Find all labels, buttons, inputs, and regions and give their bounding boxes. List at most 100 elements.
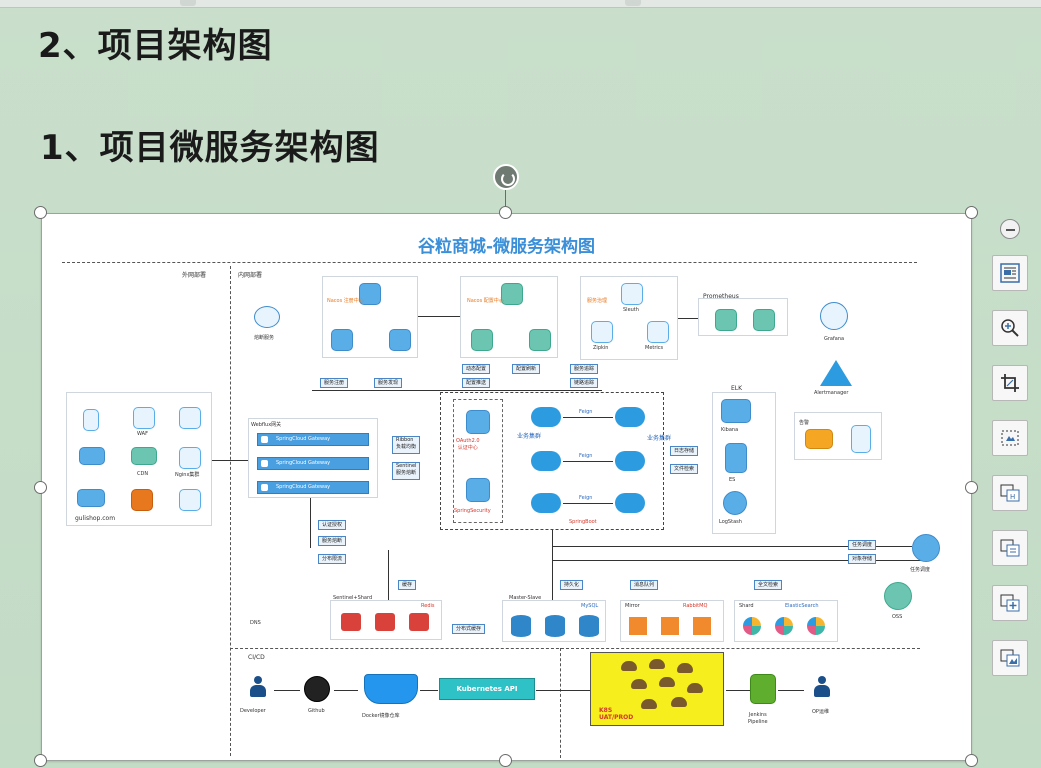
resize-handle-right[interactable]: [965, 481, 978, 494]
zoom-button[interactable]: [992, 310, 1028, 346]
swap-image-button[interactable]: H: [992, 475, 1028, 511]
shard-label: Shard: [739, 603, 754, 609]
connector: [678, 318, 698, 319]
tag: 消息队列: [630, 580, 659, 590]
image-style-button[interactable]: [992, 640, 1028, 676]
collapse-icon[interactable]: [1000, 219, 1020, 239]
nacos-config-box: Nacos 配置中心: [460, 276, 558, 358]
resize-handle-bottom-left[interactable]: [34, 754, 47, 767]
sleuth-label: Sleuth: [623, 307, 639, 313]
mysql-box: Master-Slave MySQL: [502, 595, 606, 642]
tag: 分布限流: [318, 554, 347, 564]
client-site-label: gulishop.com: [75, 515, 116, 522]
resize-handle-bottom-right[interactable]: [965, 754, 978, 767]
tag: 分布式缓存: [452, 624, 486, 634]
service-governance-label: 服务治理: [587, 298, 608, 304]
client-label: WAF: [137, 431, 148, 437]
connector: [563, 417, 613, 418]
rabbitmq-icon: [693, 617, 711, 635]
resize-handle-left[interactable]: [34, 481, 47, 494]
translate-button[interactable]: [992, 530, 1028, 566]
architecture-diagram-image[interactable]: 谷粒商城-微服务架构图 外网部署 内网部署 WAF CDN Nginx集群 gu…: [41, 213, 972, 761]
layout-options-button[interactable]: [992, 255, 1028, 291]
tag: 服务追踪: [570, 364, 599, 374]
nacos-registry-label: Nacos 注册中心: [327, 298, 364, 304]
nacos-node-icon: [359, 283, 381, 305]
helm-icon: [649, 659, 665, 669]
phone-icon: [83, 409, 99, 431]
k8s-label: K8S UAT/PROD: [599, 707, 634, 721]
redis-box: Sentinel+Shard Redis: [330, 595, 442, 640]
nginx-icon: [179, 447, 201, 469]
zipkin-icon: [591, 321, 613, 343]
connector: [552, 560, 922, 561]
add-image-button[interactable]: [992, 585, 1028, 621]
kibana-icon: [721, 399, 751, 423]
tag: 配置刷新: [512, 364, 541, 374]
docker-label: Docker镜像仓库: [362, 713, 400, 719]
slide-heading-sub[interactable]: 1、项目微服务架构图: [40, 128, 380, 168]
tag: 认证授权: [318, 520, 347, 530]
task-schedule-icon: [912, 534, 940, 562]
elasticsearch-icon: [743, 617, 761, 635]
svg-text:H: H: [1010, 493, 1015, 501]
elk-label: ELK: [731, 385, 743, 392]
connector: [418, 316, 460, 317]
kubernetes-api-box: Kubernetes API: [439, 678, 535, 700]
connector: [552, 530, 553, 604]
phone-alert-icon: [851, 425, 871, 453]
prometheus-label: Prometheus: [703, 293, 739, 300]
feign-label: Feign: [579, 409, 593, 415]
jenkins-label: Jenkins Pipeline: [748, 712, 768, 725]
zoom-icon: [1001, 319, 1019, 337]
resize-handle-top[interactable]: [499, 206, 512, 219]
prometheus-node-icon: [715, 309, 737, 331]
circuit-breaker-label: 熔断服务: [254, 335, 275, 341]
zipkin-label: Zipkin: [593, 345, 609, 351]
translate-icon: [1000, 539, 1020, 557]
tag: 全文检索: [754, 580, 783, 590]
config-node-icon: [471, 329, 493, 351]
firewall-icon: [131, 489, 153, 511]
client-box: WAF CDN Nginx集群 gulishop.com: [66, 392, 212, 526]
service-cloud-icon: [615, 451, 645, 471]
tag: 日志存储: [670, 446, 699, 456]
elasticsearch-label: ElasticSearch: [785, 603, 819, 609]
gateway-node: SpringCloud Gateway: [257, 433, 369, 446]
rabbitmq-icon: [629, 617, 647, 635]
slide-heading-main[interactable]: 2、项目架构图: [38, 26, 273, 66]
connector: [536, 690, 590, 691]
gateway-node: SpringCloud Gateway: [257, 481, 369, 494]
tab-nub: [180, 0, 196, 6]
circuit-breaker-icon: [254, 306, 280, 328]
nacos-node-icon: [331, 329, 353, 351]
diagram-title: 谷粒商城-微服务架构图: [417, 237, 596, 257]
config-node-icon: [529, 329, 551, 351]
service-cloud-icon: [615, 493, 645, 513]
nacos-config-label: Nacos 配置中心: [467, 298, 504, 304]
tag: 任务调度: [848, 540, 877, 550]
crop-button[interactable]: [992, 365, 1028, 401]
resize-handle-bottom[interactable]: [499, 754, 512, 767]
ribbon-tag: Ribbon 负载均衡: [392, 436, 421, 454]
top-toolbar-strip: [0, 0, 1041, 8]
tag: 缓存: [398, 580, 417, 590]
tab-nub: [625, 0, 641, 6]
prometheus-node-icon: [753, 309, 775, 331]
github-label: Github: [308, 708, 325, 714]
tag: 服务发现: [374, 378, 403, 388]
rotate-handle-icon[interactable]: [493, 164, 519, 190]
resize-handle-top-right[interactable]: [965, 206, 978, 219]
connector: [274, 690, 300, 691]
resize-handle-top-left[interactable]: [34, 206, 47, 219]
metrics-label: Metrics: [645, 345, 664, 351]
mysql-db-icon: [511, 615, 531, 637]
springboot-label: SpringBoot: [569, 519, 597, 525]
grafana-label: Grafana: [824, 336, 845, 342]
connector: [310, 498, 311, 548]
cicd-label: CI/CD: [248, 654, 265, 661]
logstash-icon: [723, 491, 747, 515]
select-button[interactable]: [992, 420, 1028, 456]
developer-icon: [248, 676, 268, 698]
rabbitmq-box: Mirror RabbitMQ: [620, 600, 724, 642]
